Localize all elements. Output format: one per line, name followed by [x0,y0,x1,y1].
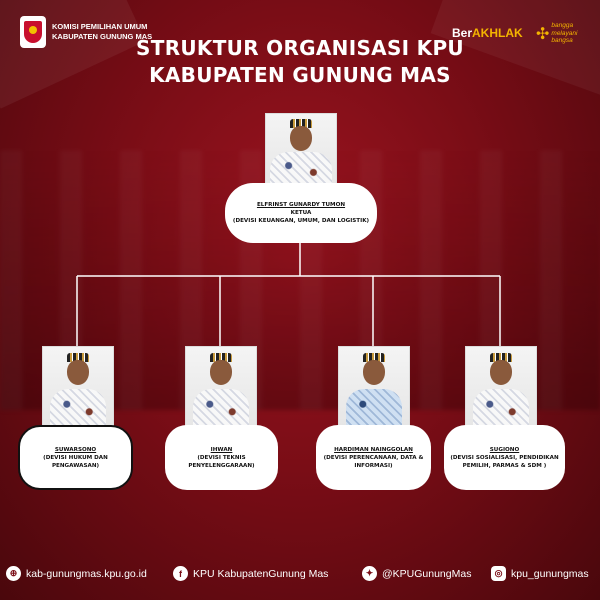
member-division-1a: (DEVISI HUKUM DAN [43,454,108,461]
member-photo-1 [42,346,114,428]
bangga-mark-icon: ✣ [536,23,550,43]
member-division-3a: (DEVISI PERENCANAAN, DATA & [323,454,424,461]
chair-box: ELFRINST GUNARDY TUMON KETUA (DEVISI KEU… [225,183,377,243]
footer-instagram[interactable]: ◎ kpu_gunungmas [491,566,589,581]
berakhlak-ber: Ber [452,26,473,40]
member-name-2: IHWAN [210,446,233,453]
kpu-logo-icon [20,16,46,48]
footer-facebook-text[interactable]: KPU KabupatenGunung Mas [193,567,329,580]
footer-twitter[interactable]: ✦ @KPUGunungMas [362,566,471,581]
chair-role: KETUA [290,210,312,216]
footer-website[interactable]: ⊕ kab-gunungmas.kpu.go.id [6,566,147,581]
member-name-4: SUGIONO [489,446,520,453]
member-box-1: SUWARSONO (DEVISI HUKUM DAN PENGAWASAN) [18,425,133,490]
bangga-melayani-logo: ✣ bangga melayani bangsa [536,22,577,45]
member-box-4: SUGIONO (DEVISI SOSIALISASI, PENDIDIKAN … [444,425,565,490]
member-name-3: HARDIMAN NAINGGOLAN [334,446,413,453]
bangga-text: bangga melayani bangsa [551,22,577,45]
page-title-line2: KABUPATEN GUNUNG MAS [149,63,451,87]
bangga-line1: bangga [551,22,574,29]
member-box-2: IHWAN (DEVISI TEKNIS PENYELENGGARAAN) [165,425,278,490]
header-branding: KOMISI PEMILIHAN UMUM KABUPATEN GUNUNG M… [20,16,152,48]
org-name-line1: KOMISI PEMILIHAN UMUM [52,22,148,31]
member-photo-3 [338,346,410,428]
member-division-3b: INFORMASI) [354,462,393,469]
member-division-4b: PEMILIH, PARMAS & SDM ) [462,462,547,469]
member-division-1b: PENGAWASAN) [51,462,100,469]
member-photo-4 [465,346,537,428]
footer-facebook[interactable]: f KPU KabupatenGunung Mas [173,566,328,581]
chair-name: ELFRINST GUNARDY TUMON [256,202,346,208]
org-name-line2: KABUPATEN GUNUNG MAS [52,32,153,41]
berakhlak-akhlak: AKHLAK [472,26,523,40]
footer-twitter-text[interactable]: @KPUGunungMas [382,567,472,580]
member-box-3: HARDIMAN NAINGGOLAN (DEVISI PERENCANAAN,… [316,425,431,490]
member-photo-2 [185,346,257,428]
chair-photo [265,113,337,187]
berakhlak-logo: BerAKHLAK [452,26,523,40]
globe-icon: ⊕ [6,566,21,581]
bangga-line2: melayani [551,29,578,37]
instagram-icon: ◎ [491,566,506,581]
member-division-2b: PENYELENGGARAAN) [188,462,255,469]
bangga-line3: bangsa [551,37,573,44]
page-title-line1: STRUKTUR ORGANISASI KPU [136,36,464,60]
member-division-4a: (DEVISI SOSIALISASI, PENDIDIKAN [450,454,559,461]
footer-social: ⊕ kab-gunungmas.kpu.go.id f KPU Kabupate… [0,566,600,588]
twitter-icon: ✦ [362,566,377,581]
chair-division: (DEVISI KEUANGAN, UMUM, DAN LOGISTIK) [232,218,370,224]
facebook-icon: f [173,566,188,581]
member-division-2a: (DEVISI TEKNIS [197,454,246,461]
org-name: KOMISI PEMILIHAN UMUM KABUPATEN GUNUNG M… [52,22,152,42]
member-name-1: SUWARSONO [54,446,97,453]
footer-website-text[interactable]: kab-gunungmas.kpu.go.id [26,567,147,580]
footer-instagram-text[interactable]: kpu_gunungmas [511,567,589,580]
